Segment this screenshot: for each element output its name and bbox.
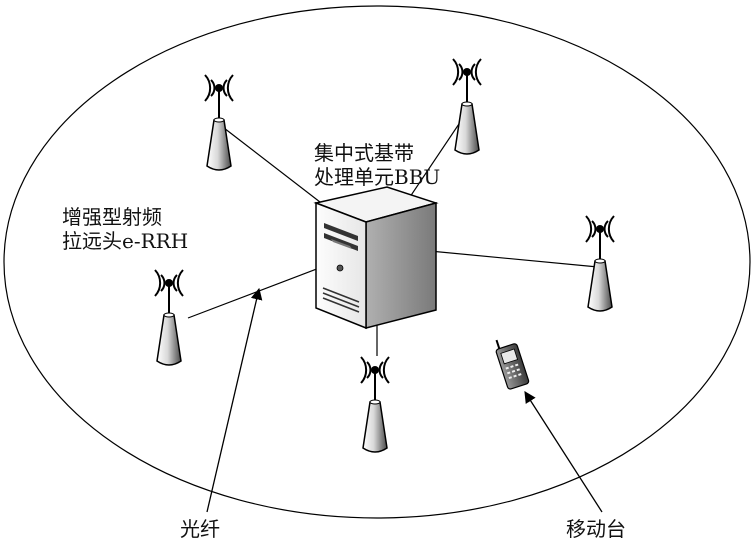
bbu-label: 集中式基带 处理单元BBU [314, 141, 440, 189]
bbu-label-line1: 集中式基带 [314, 141, 440, 165]
rrh-antenna-right [586, 216, 614, 311]
fiber-pointer-arrow [207, 289, 259, 512]
rrh-antenna-bottom [361, 357, 389, 452]
antenna-icon [155, 270, 183, 365]
rrh-antenna-left [155, 270, 183, 365]
antenna-icon [453, 59, 481, 154]
mobile-station [493, 334, 530, 389]
rrh-antenna-top-right [453, 59, 481, 154]
mobile-station-label: 移动台 [566, 517, 626, 541]
fiber-label: 光纤 [180, 517, 220, 541]
antenna-icon [586, 216, 614, 311]
rrh-antenna-top-left [205, 75, 233, 170]
bbu-label-line2: 处理单元BBU [314, 165, 440, 189]
antenna-icon [361, 357, 389, 452]
mobile-phone-icon [493, 334, 530, 389]
rrh-label-line2: 拉远头e-RRH [62, 229, 188, 253]
antenna-icon [205, 75, 233, 170]
rrh-label-line1: 增强型射频 [62, 205, 188, 229]
rrh-label: 增强型射频 拉远头e-RRH [62, 205, 188, 253]
bbu-server [316, 187, 436, 328]
